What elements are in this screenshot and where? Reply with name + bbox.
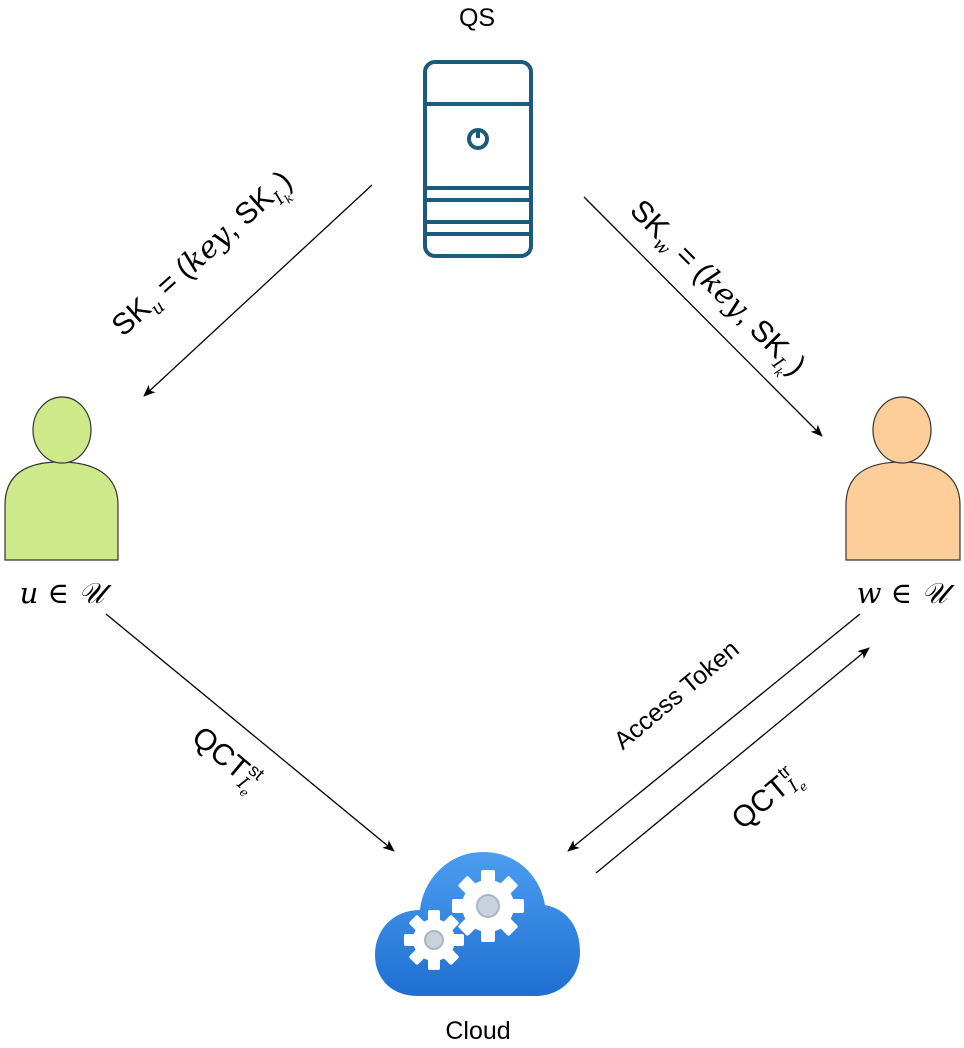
qs-label: QS [458, 4, 496, 32]
server-icon [423, 60, 533, 258]
arrow-qs-to-w [583, 196, 823, 437]
user-u-icon [4, 396, 119, 561]
cloud-icon [375, 852, 580, 996]
small-gear-icon [404, 910, 464, 970]
user-w-icon [845, 396, 961, 561]
large-gear-icon [452, 870, 524, 942]
arrow-w-to-cloud [567, 613, 861, 852]
arrow-u-to-cloud [105, 613, 395, 852]
user-w-label: w ∈ 𝒰 [856, 576, 948, 610]
arrow-cloud-to-w [595, 647, 870, 874]
cloud-label: Cloud [445, 1017, 511, 1045]
arrow-qs-to-u [143, 184, 373, 397]
user-u-label: u ∈ 𝒰 [19, 576, 105, 610]
